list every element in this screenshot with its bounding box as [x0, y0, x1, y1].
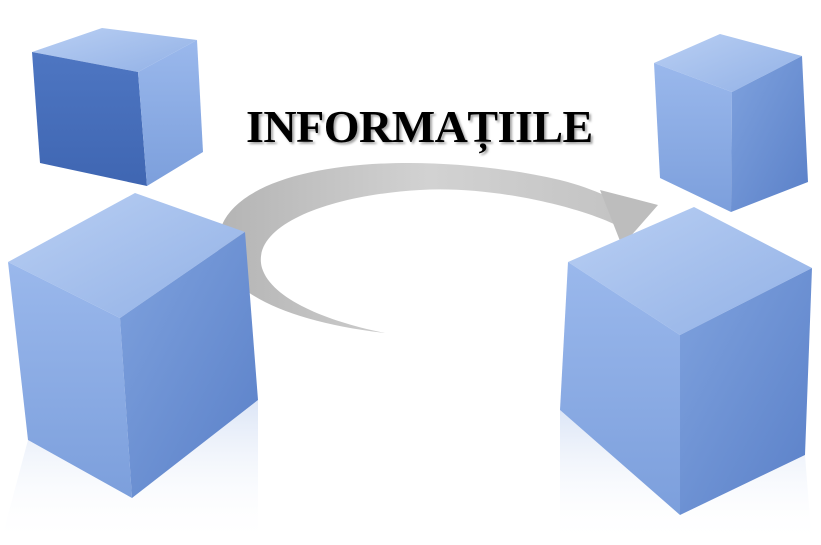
cube-bottom-right: [560, 207, 812, 545]
curved-arrow-body: [217, 162, 640, 333]
cube-bottom-left: [0, 193, 258, 545]
curved-arrow: [217, 162, 658, 333]
cube-top-right: [654, 34, 808, 212]
diagram-title: INFORMAȚIILE: [246, 101, 593, 152]
cube-top-left: [32, 28, 203, 186]
curved-arrow-head: [600, 190, 658, 246]
